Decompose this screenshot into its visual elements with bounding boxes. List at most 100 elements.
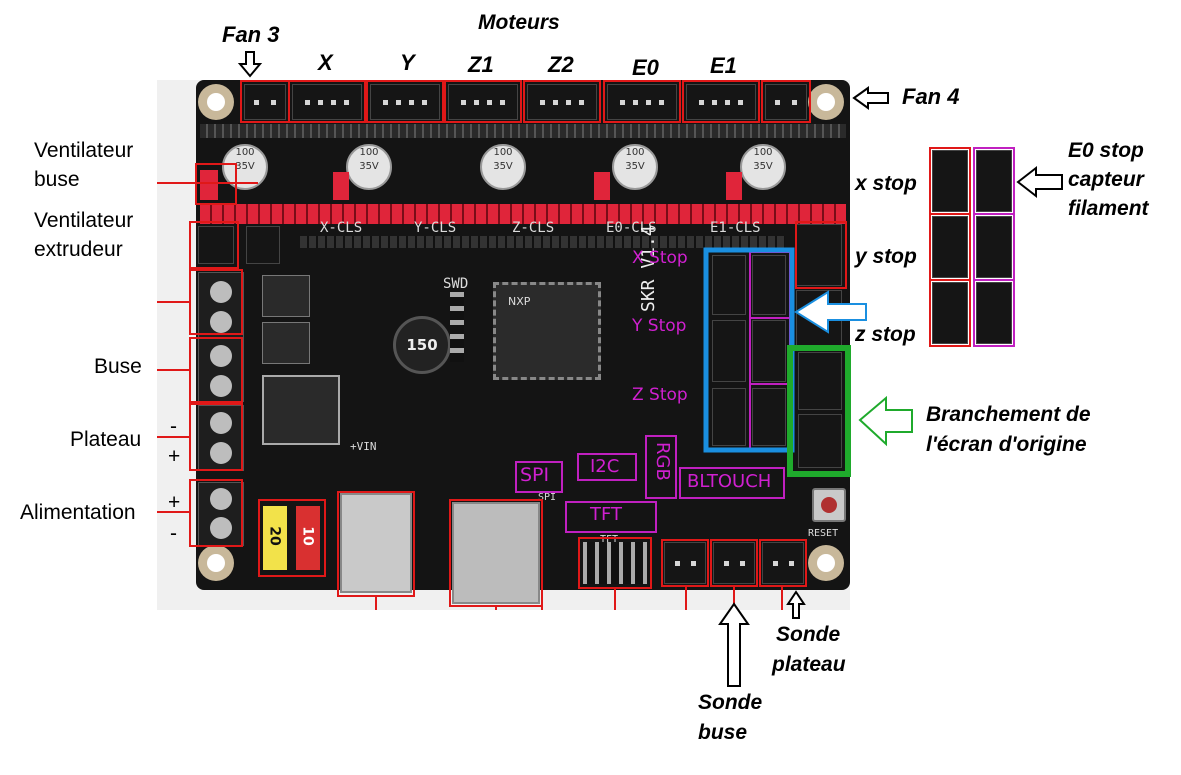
label-sonde-plateau-1: Sonde (776, 623, 841, 646)
label-plateau-minus: - (170, 415, 177, 438)
z1-motor-connector (448, 84, 518, 120)
fuse-20: 20 (263, 506, 287, 570)
box-plateau (189, 403, 243, 471)
ext-z-stop-connector-2 (976, 282, 1012, 344)
overlay-x-stop: X Stop (632, 248, 688, 268)
label-ventilateur-extrudeur-2: extrudeur (34, 238, 123, 261)
box-therm-1 (661, 539, 709, 587)
label-e0-stop-3: filament (1068, 197, 1149, 220)
ext-x-stop-connector (932, 150, 968, 212)
mounting-hole-top-left (198, 84, 234, 120)
mosfet-q2 (262, 375, 340, 445)
reset-button (812, 488, 846, 522)
e0-stop-arrow (1016, 165, 1063, 199)
box-ext-y2 (973, 213, 1015, 281)
fan4-arrow (852, 86, 889, 110)
lcd-connector-2 (798, 414, 842, 468)
label-e0-stop-2: capteur (1068, 168, 1144, 191)
fan3-arrow (237, 51, 263, 78)
silk-e0-cls: E0-CLS (606, 220, 657, 236)
label-ventilateur-extrudeur-1: Ventilateur (34, 209, 134, 232)
box-z-stop-magenta (749, 383, 791, 451)
y-stop-connector-2 (752, 320, 786, 382)
driver-socket-row (200, 204, 846, 224)
overlay-y-stop: Y Stop (632, 316, 687, 336)
box-z2 (523, 80, 601, 123)
label-y: Y (400, 50, 415, 75)
mosfet-q1 (262, 275, 310, 317)
label-z1: Z1 (468, 52, 494, 77)
label-ventilateur-buse-1: Ventilateur (34, 139, 134, 162)
box-rgb (645, 435, 677, 499)
label-fan4: Fan 4 (902, 84, 960, 109)
blue-arrow (794, 290, 867, 334)
fan-connector-red (200, 170, 218, 200)
label-z-stop: z stop (855, 323, 916, 346)
box-sd (449, 499, 543, 607)
box-stop-pins (795, 221, 847, 289)
screw-terminal-alimentation (198, 482, 244, 546)
box-fuses (258, 499, 326, 577)
silk-reset: RESET (808, 528, 839, 539)
e0-motor-connector (607, 84, 677, 120)
y-stop-connector-1 (712, 320, 746, 382)
box-buse-2 (189, 337, 243, 403)
box-bltouch (679, 467, 785, 499)
ext-z-stop-connector-1 (932, 282, 968, 344)
sonde-buse-arrow (718, 602, 750, 687)
box-fan-extrudeur (189, 221, 239, 269)
box-y (366, 80, 444, 123)
fuse-10: 10 (296, 506, 320, 570)
z-stop-connector-2 (752, 388, 786, 446)
fan-connector-red-2 (333, 172, 349, 200)
label-fan3: Fan 3 (222, 22, 280, 47)
thermistor-connector-3 (762, 542, 804, 584)
fan-buse-connector (198, 226, 234, 264)
thermistor-connector-2 (713, 542, 755, 584)
usb-port (340, 493, 412, 593)
label-plateau-plus: + (168, 445, 181, 468)
box-ext-z2 (973, 279, 1015, 347)
ext-y-stop-connector-2 (976, 216, 1012, 278)
silk-e1-cls: E1-CLS (710, 220, 761, 236)
y-motor-connector (370, 84, 440, 120)
silk-z-cls: Z-CLS (512, 220, 555, 236)
label-alimentation: Alimentation (20, 501, 136, 524)
box-ext-y-stop (929, 213, 971, 281)
sd-card-slot (452, 502, 540, 604)
label-e1: E1 (710, 53, 737, 78)
label-z2: Z2 (548, 52, 574, 77)
label-alim-plus: + (168, 491, 181, 514)
swd-header (450, 292, 464, 362)
box-spi (515, 461, 563, 493)
overlay-rgb: RGB (652, 442, 673, 481)
box-fan4 (761, 80, 811, 123)
label-x-stop: x stop (855, 172, 917, 195)
fan3-connector (244, 84, 286, 120)
label-y-stop: y stop (855, 245, 917, 268)
x-motor-connector (292, 84, 362, 120)
mcu-brand: NXP (508, 295, 531, 308)
screw-terminal-plateau (198, 405, 244, 471)
inductor: 150 (393, 316, 451, 374)
box-therm-2 (710, 539, 758, 587)
label-alim-minus: - (170, 522, 177, 545)
box-buse-1 (189, 269, 243, 335)
green-arrow (858, 395, 913, 447)
silk-vin: +VIN (350, 440, 377, 453)
z2-motor-connector (527, 84, 597, 120)
silk-swd: SWD (443, 276, 469, 292)
box-usb (337, 491, 415, 597)
overlay-spi: SPI (520, 464, 550, 486)
label-buse: Buse (94, 355, 142, 378)
overlay-tft: TFT (590, 504, 623, 525)
fan-connector-red-4 (726, 172, 742, 200)
moteurs-title: Moteurs (478, 11, 560, 34)
green-lcd-highlight (787, 345, 851, 477)
sonde-plateau-arrow (786, 590, 806, 619)
box-alimentation (189, 479, 243, 547)
label-sonde-buse-1: Sonde (698, 691, 763, 714)
